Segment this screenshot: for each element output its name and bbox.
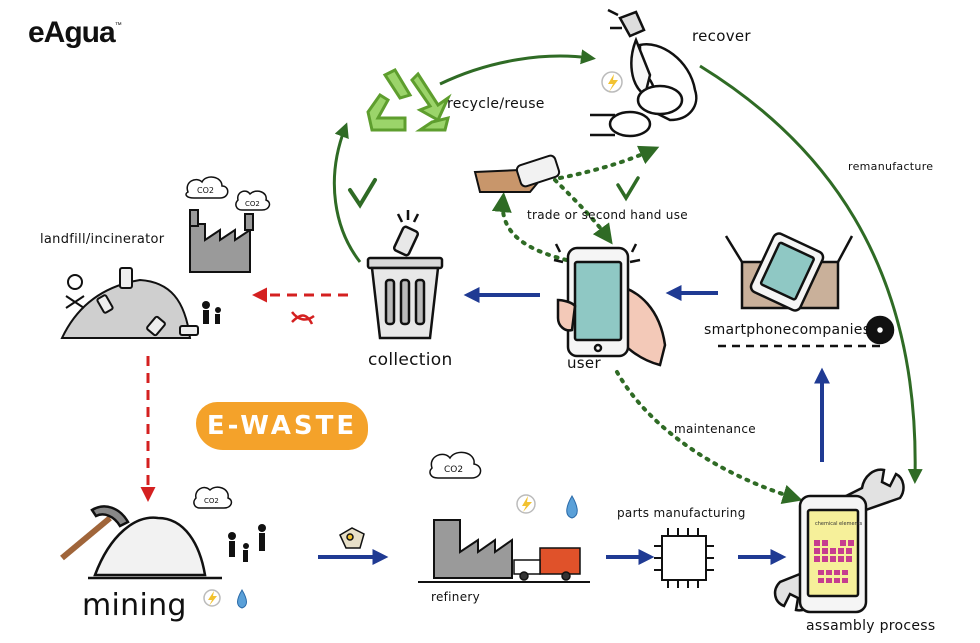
collection-label: collection [368, 350, 453, 370]
microchip-icon [654, 528, 714, 588]
phone-assembly-icon [798, 494, 868, 614]
trade-label: trade or second hand use [527, 208, 688, 222]
recycle-icon [366, 68, 452, 132]
assembly-process-label: assambly process [806, 618, 936, 634]
recover-label: recover [692, 27, 751, 45]
lightning-icon [601, 71, 623, 93]
recycle-reuse-label: recycle/reuse [447, 96, 545, 112]
lightning-icon [516, 494, 536, 514]
refinery-factory-icon [418, 519, 590, 583]
mining-mountain-icon [88, 516, 222, 580]
user-phone-icon [553, 243, 667, 367]
landfill-pile-icon [60, 267, 199, 339]
smartphone-box-icon [718, 232, 895, 348]
co2-cloud-icon [193, 486, 233, 509]
ewaste-badge: E-WASTE [196, 402, 368, 450]
hand-with-phone-icon [473, 154, 561, 193]
remanufacture-label: remanufacture [848, 160, 934, 173]
trash-bin-icon [366, 210, 444, 340]
cross-icon [291, 311, 315, 325]
check-icon [348, 178, 377, 209]
co2-cloud-icon [185, 176, 271, 211]
user-label: user [567, 354, 601, 372]
mining-label: mining [82, 588, 187, 623]
refinery-label: refinery [431, 590, 481, 604]
water-drop-icon [566, 495, 578, 519]
lightning-icon [203, 589, 221, 607]
ewaste-label: E-WASTE [206, 411, 358, 441]
maintenance-label: maintenance [674, 422, 756, 436]
water-drop-icon [237, 589, 247, 609]
people-icon [202, 301, 221, 324]
smartphone-companies-label: smartphonecompanies [704, 322, 871, 338]
co2-label: CO2 [245, 200, 260, 208]
eagua-logo: eAgua™ [28, 16, 122, 50]
ore-icon [339, 527, 365, 549]
co2-label: CO2 [204, 497, 219, 505]
robot-hand-icon [590, 8, 698, 138]
pickaxe-icon [60, 505, 130, 561]
logo-text: eAgua [28, 16, 116, 49]
landfill-label: landfill/incinerator [40, 232, 165, 247]
parts-manufacturing-label: parts manufacturing [617, 506, 746, 520]
truck-icon [513, 547, 581, 581]
arrow-trade-dotted-up [558, 145, 660, 180]
arrow-trade-dotted-loop [491, 192, 577, 264]
co2-label: CO2 [197, 186, 214, 195]
arrow-recover-to-assembly [699, 64, 923, 484]
arrow-recycle-to-recover [439, 49, 596, 86]
co2-cloud-icon [429, 451, 482, 479]
co2-label: CO2 [444, 465, 463, 475]
trademark-mark: ™ [114, 22, 122, 29]
chemical-elements-label: chemical elements [815, 521, 863, 527]
incinerator-factory-icon [189, 209, 254, 273]
check-icon [616, 176, 640, 202]
arrow-collection-to-recycle [332, 122, 362, 263]
arrow-maintenance-dotted [615, 370, 803, 505]
arrow-trade-dotted-down [553, 178, 613, 245]
workers-icon [228, 524, 266, 562]
